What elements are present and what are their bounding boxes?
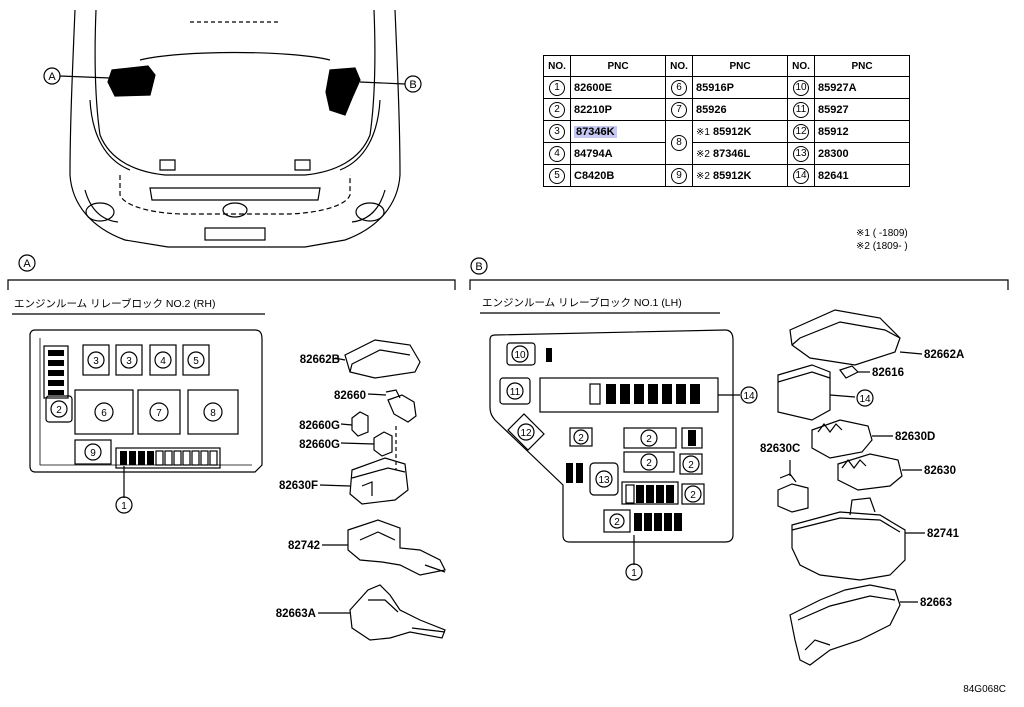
pnc-cell[interactable]: 87346L bbox=[712, 147, 751, 160]
row-no: 8 bbox=[671, 134, 687, 151]
row-no: 2 bbox=[549, 101, 565, 118]
pnc-cell[interactable]: C8420B bbox=[570, 164, 666, 187]
block-a-callout-1[interactable]: 1 bbox=[121, 501, 127, 512]
section-a-letter: A bbox=[23, 258, 31, 270]
block-b-slot-10[interactable]: 10 bbox=[514, 350, 526, 361]
section-a-circle bbox=[18, 254, 36, 272]
date-note-2: ※2 (1809- ) bbox=[856, 241, 908, 252]
callout-b-label: B bbox=[409, 79, 416, 91]
block-b-fuse-rows bbox=[546, 348, 700, 531]
row-no: 10 bbox=[793, 79, 809, 96]
block-b-empty-fuses bbox=[589, 383, 635, 504]
row-no: 4 bbox=[549, 145, 565, 162]
part-82663A[interactable]: 82663A bbox=[276, 608, 316, 620]
row-no: 14 bbox=[793, 167, 809, 184]
pnc-cell[interactable]: 85912 bbox=[814, 120, 910, 143]
pnc-cell-highlighted[interactable]: 87346K bbox=[574, 125, 617, 138]
relay-block-no1 bbox=[489, 329, 740, 565]
block-a-slot-5[interactable]: 5 bbox=[193, 356, 199, 367]
section-b-frame bbox=[469, 279, 1009, 290]
block-a-slot-9[interactable]: 9 bbox=[90, 448, 96, 459]
callout-b-circle bbox=[404, 75, 422, 93]
section-a-frame bbox=[7, 279, 456, 290]
pnc-cell[interactable]: 85912K bbox=[712, 169, 752, 182]
row-no: 12 bbox=[793, 123, 809, 140]
section-b-title: エンジンルーム リレーブロック NO.1 (LH) bbox=[482, 296, 682, 309]
block-b-slot-13[interactable]: 13 bbox=[598, 475, 610, 486]
pnc-cell[interactable]: 85927A bbox=[814, 76, 910, 99]
row-no: 6 bbox=[671, 79, 687, 96]
parts-b-exploded bbox=[777, 309, 925, 666]
note-mark: ※2 bbox=[696, 170, 710, 182]
pnc-cell[interactable]: 85926 bbox=[692, 98, 788, 121]
block-b-slot-12[interactable]: 12 bbox=[520, 428, 532, 439]
part-82660G[interactable]: 82660G bbox=[299, 420, 340, 432]
callout-a-circle bbox=[43, 67, 61, 85]
block-b-circles bbox=[506, 345, 758, 581]
row-no: 9 bbox=[671, 167, 687, 184]
table-row: 2 82210P 7 85926 11 85927 bbox=[543, 98, 910, 121]
block-a-empty-fuses bbox=[155, 450, 218, 466]
part-82663[interactable]: 82663 bbox=[920, 597, 952, 609]
part-82630D[interactable]: 82630D bbox=[895, 431, 935, 443]
part-82741[interactable]: 82741 bbox=[927, 528, 960, 540]
block-a-slot-6[interactable]: 6 bbox=[101, 408, 107, 419]
part-14-label[interactable]: 14 bbox=[859, 394, 871, 405]
pnc-cell[interactable]: 85912K bbox=[712, 125, 752, 138]
block-a-slot-7[interactable]: 7 bbox=[156, 408, 162, 419]
row-no: 3 bbox=[549, 123, 565, 140]
row-no: 13 bbox=[793, 145, 809, 162]
block-b-slot-2[interactable]: 2 bbox=[614, 517, 620, 528]
block-b-slot-2[interactable]: 2 bbox=[578, 433, 584, 444]
pnc-table: NO. PNC NO. PNC NO. PNC 1 82600E 6 85916… bbox=[543, 55, 910, 187]
row-no: 11 bbox=[793, 101, 809, 118]
block-b-callout-1[interactable]: 1 bbox=[631, 568, 637, 579]
block-b-slot-11[interactable]: 11 bbox=[510, 387, 521, 398]
block-a-fuse-rows bbox=[48, 350, 154, 465]
note-mark: ※1 bbox=[696, 126, 710, 138]
block-b-slot-2[interactable]: 2 bbox=[688, 460, 694, 471]
part-82630[interactable]: 82630 bbox=[924, 465, 956, 477]
callout-a-label: A bbox=[48, 71, 56, 83]
illustration-code: 84G068C bbox=[963, 684, 1006, 695]
block-a-slot-3[interactable]: 3 bbox=[126, 356, 132, 367]
car-front-illustration bbox=[59, 9, 406, 248]
part-82660G[interactable]: 82660G bbox=[299, 439, 340, 451]
row-no: 5 bbox=[549, 167, 565, 184]
section-a-title: エンジンルーム リレーブロック NO.2 (RH) bbox=[14, 297, 215, 310]
part-82630C[interactable]: 82630C bbox=[760, 443, 800, 455]
part-82662B[interactable]: 82662B bbox=[300, 354, 340, 366]
pnc-cell[interactable]: 28300 bbox=[814, 142, 910, 165]
row-no: 1 bbox=[549, 79, 565, 96]
note-mark: ※2 bbox=[696, 148, 710, 160]
part-82660[interactable]: 82660 bbox=[334, 390, 366, 402]
part-82662A[interactable]: 82662A bbox=[924, 349, 964, 361]
block-b-slot-2[interactable]: 2 bbox=[646, 434, 652, 445]
pnc-cell[interactable]: 82641 bbox=[814, 164, 910, 187]
part-82616[interactable]: 82616 bbox=[872, 367, 904, 379]
part-82630F[interactable]: 82630F bbox=[279, 480, 318, 492]
part-82742[interactable]: 82742 bbox=[288, 540, 320, 552]
block-a-slot-3[interactable]: 3 bbox=[93, 356, 99, 367]
part-14-circle bbox=[856, 389, 874, 407]
block-a-slot-4[interactable]: 4 bbox=[160, 356, 166, 367]
block-a-slot-8[interactable]: 8 bbox=[210, 408, 216, 419]
block-a-circles bbox=[50, 351, 223, 514]
block-b-slot-2[interactable]: 2 bbox=[646, 458, 652, 469]
table-row: 1 82600E 6 85916P 10 85927A bbox=[543, 76, 910, 99]
section-b-letter: B bbox=[475, 261, 482, 273]
block-b-slot-2[interactable]: 2 bbox=[690, 490, 696, 501]
row-no: 7 bbox=[671, 101, 687, 118]
date-note-1: ※1 ( -1809) bbox=[856, 228, 908, 239]
section-b-circle bbox=[470, 257, 488, 275]
block-a-slot-2[interactable]: 2 bbox=[56, 405, 62, 416]
block-b-slot-14[interactable]: 14 bbox=[743, 391, 755, 402]
parts-a-exploded bbox=[318, 339, 446, 641]
